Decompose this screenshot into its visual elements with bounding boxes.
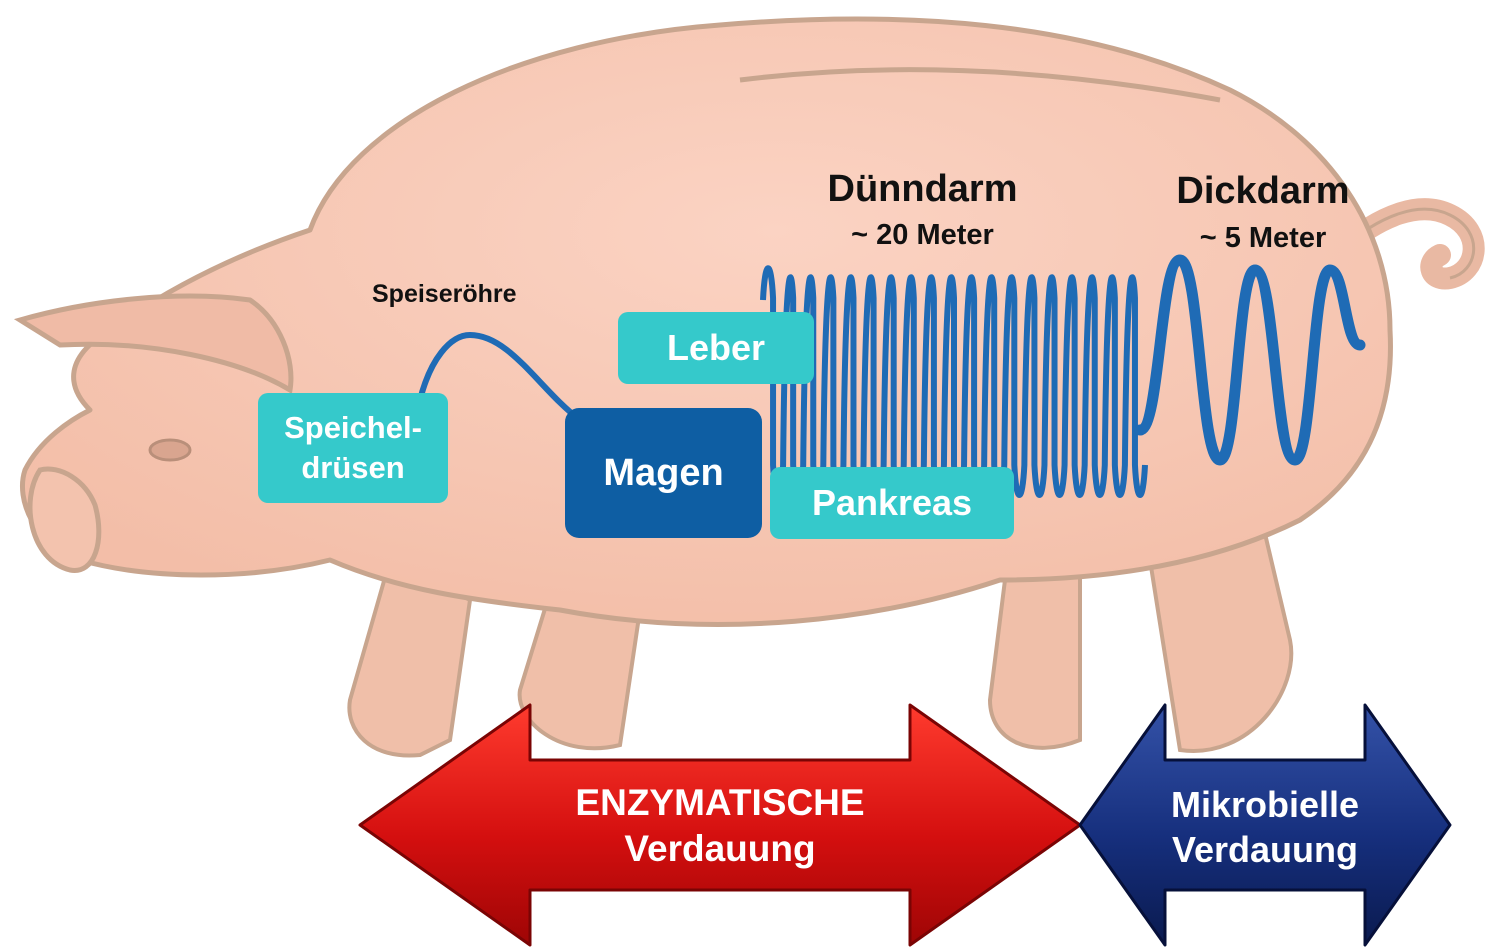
stomach-box: Magen bbox=[565, 408, 762, 538]
pig-eye bbox=[150, 440, 190, 460]
enzymatic-line1: ENZYMATISCHE bbox=[530, 780, 910, 826]
esophagus-label: Speiseröhre bbox=[372, 280, 517, 309]
large-intestine-name: Dickdarm bbox=[1158, 170, 1368, 213]
enzymatic-digestion-label: ENZYMATISCHE Verdauung bbox=[530, 780, 910, 873]
microbial-line1: Mikrobielle bbox=[1135, 782, 1395, 827]
liver-box: Leber bbox=[618, 312, 814, 384]
small-intestine-name: Dünndarm bbox=[805, 168, 1040, 211]
enzymatic-line2: Verdauung bbox=[530, 826, 910, 872]
small-intestine-length: ~ 20 Meter bbox=[805, 219, 1040, 252]
pancreas-box: Pankreas bbox=[770, 467, 1014, 539]
salivary-glands-line2: drüsen bbox=[301, 448, 404, 488]
salivary-glands-line1: Speichel- bbox=[284, 408, 422, 448]
salivary-glands-box: Speichel- drüsen bbox=[258, 393, 448, 503]
microbial-digestion-label: Mikrobielle Verdauung bbox=[1135, 782, 1395, 872]
large-intestine-length: ~ 5 Meter bbox=[1158, 222, 1368, 255]
microbial-line2: Verdauung bbox=[1135, 827, 1395, 872]
